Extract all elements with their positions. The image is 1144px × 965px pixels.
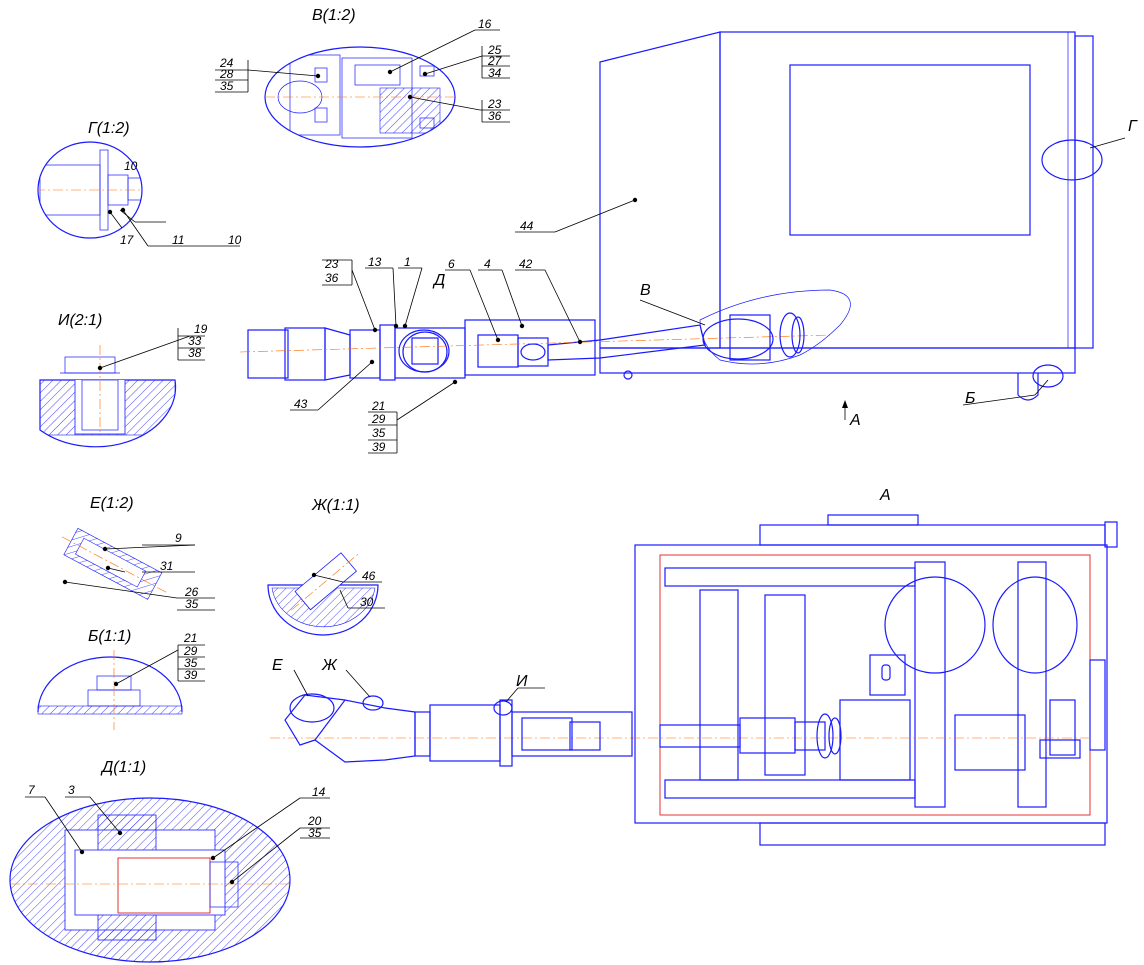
callout-39-b: 39 [184, 668, 198, 682]
callout-3: 3 [68, 783, 75, 797]
callout-30: 30 [360, 595, 374, 609]
view-label-e: Е(1:2) [90, 495, 134, 512]
callout-21: 21 [371, 399, 385, 413]
callout-16: 16 [478, 17, 492, 31]
detail-view-i: И(2:1) [39, 312, 177, 448]
callout-46: 46 [362, 569, 376, 583]
callout-29: 29 [371, 412, 386, 426]
callout-35: 35 [220, 79, 234, 93]
callout-4: 4 [484, 257, 491, 271]
detail-view-g: Г(1:2) [37, 120, 143, 239]
detail-circle-d [398, 329, 450, 373]
callout-36: 36 [488, 109, 502, 123]
marker-zh: Ж [321, 657, 338, 674]
callout-9: 9 [175, 531, 182, 545]
leader-lines [25, 29, 1126, 883]
marker-g: Г [1128, 118, 1138, 135]
callout-23-main: 23 [324, 257, 339, 271]
marker-i: И [516, 673, 528, 690]
callout-36-main: 36 [325, 271, 339, 285]
callout-19: 19 [194, 322, 208, 336]
callout-21-b: 21 [183, 631, 197, 645]
detail-circle-b [1032, 364, 1064, 388]
callout-42: 42 [519, 257, 533, 271]
callout-dots [62, 69, 638, 885]
callout-43: 43 [294, 397, 308, 411]
marker-b: Б [965, 390, 975, 407]
callout-28: 28 [219, 67, 234, 81]
callout-numbers: 24 28 35 16 25 27 34 23 36 10 10 11 17 1… [28, 17, 534, 840]
callout-1: 1 [404, 255, 411, 269]
callout-34: 34 [488, 66, 502, 80]
callout-39: 39 [372, 440, 386, 454]
callout-35-main: 35 [372, 426, 386, 440]
callout-23: 23 [487, 97, 502, 111]
detail-view-b: Б(1:1) [37, 628, 183, 730]
view-label-b: Б(1:1) [88, 628, 131, 645]
callout-35-b: 35 [184, 656, 198, 670]
marker-d: Д [432, 272, 445, 289]
detail-circle-v [702, 318, 774, 360]
callout-20: 20 [307, 814, 322, 828]
callout-11: 11 [172, 233, 184, 247]
callout-35-e: 35 [185, 597, 199, 611]
view-a-plan [270, 514, 1118, 846]
detail-view-d: Д(1:1) [9, 759, 291, 963]
callout-44: 44 [520, 219, 534, 233]
view-label-d: Д(1:1) [100, 759, 146, 776]
view-label-zh: Ж(1:1) [311, 497, 360, 514]
view-label-v: В(1:2) [312, 7, 356, 24]
callout-38: 38 [188, 346, 202, 360]
callout-6: 6 [448, 257, 455, 271]
callout-10: 10 [124, 159, 138, 173]
callout-33: 33 [188, 334, 202, 348]
view-label-a: А [879, 487, 891, 504]
marker-e: Е [272, 657, 283, 674]
lower-assembly [284, 693, 633, 767]
callout-26: 26 [184, 585, 199, 599]
callout-14: 14 [312, 785, 326, 799]
callout-25: 25 [487, 43, 502, 57]
detail-circle-g [1041, 139, 1103, 181]
detail-circle-i [493, 700, 513, 716]
callout-10b: 10 [228, 233, 242, 247]
callout-29-b: 29 [183, 644, 198, 658]
callout-13: 13 [368, 255, 382, 269]
view-label-g: Г(1:2) [88, 120, 130, 137]
callout-24: 24 [219, 56, 234, 70]
detail-circle-zh [362, 695, 384, 711]
detail-view-e: Е(1:2) [61, 495, 169, 600]
main-elevation [239, 31, 1103, 420]
view-label-i: И(2:1) [58, 312, 102, 329]
detail-circle-e [289, 693, 335, 723]
marker-a-arrow: А [849, 412, 861, 429]
callout-31: 31 [160, 559, 173, 573]
callout-7: 7 [28, 783, 36, 797]
marker-v: В [640, 282, 651, 299]
detail-view-zh: Ж(1:1) [267, 497, 379, 636]
callout-35-d: 35 [308, 826, 322, 840]
detail-view-v: В(1:2) [264, 7, 456, 148]
callout-27: 27 [487, 54, 503, 68]
callout-17: 17 [120, 233, 135, 247]
